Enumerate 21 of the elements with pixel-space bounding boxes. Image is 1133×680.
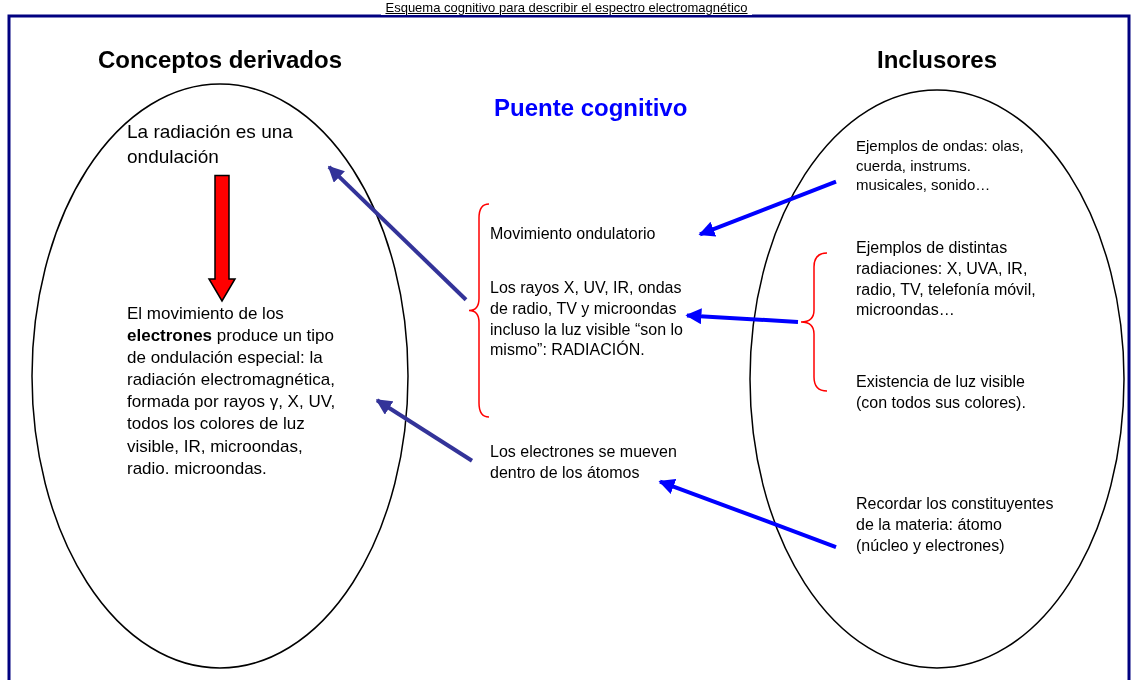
concept-text: Existencia de luz visible (con todos sus colores). (856, 372, 1046, 414)
group-heading: Inclusores (876, 46, 997, 74)
group-heading: Conceptos derivados (97, 46, 343, 74)
arrow (658, 479, 837, 549)
concept-text: Los electrones se mueven dentro de los átomos (490, 442, 680, 484)
concept-text: Los rayos X, UV, IR, ondas de radio, TV y microondas incluso la luz visible “son lo mismo”: RADIACIÓN. (490, 278, 695, 362)
concept-text: Ejemplos de distintas radiaciones: X, UVA, IR, radio, TV, telefonía móvil, microondas… (856, 238, 1056, 322)
diagram-title: Esquema cognitivo para describir el espectro electromagnético (381, 0, 752, 15)
curly-brace (800, 252, 828, 392)
concept-text: El movimiento de los electrones produce un tipo de ondulación especial: la radiación electromagnética, formada por rayos γ, X, UV, todos los colores de luz visible, IR, microondas, radio. microondas. (127, 303, 342, 480)
arrow (327, 165, 468, 302)
arrow (375, 398, 474, 463)
section-heading: Puente cognitivo (494, 94, 688, 122)
concept-text: La radiación es una ondulación (127, 120, 317, 170)
concept-text: Ejemplos de ondas: olas, cuerda, instrums. musicales, sonido… (856, 136, 1036, 195)
block-arrow (207, 174, 237, 303)
arrow (698, 179, 837, 237)
concept-text: Movimiento ondulatorio (490, 224, 700, 245)
concept-text: Recordar los constituyentes de la materia: átomo (núcleo y electrones) (856, 494, 1056, 557)
arrow (685, 308, 799, 325)
curly-brace (468, 203, 490, 418)
